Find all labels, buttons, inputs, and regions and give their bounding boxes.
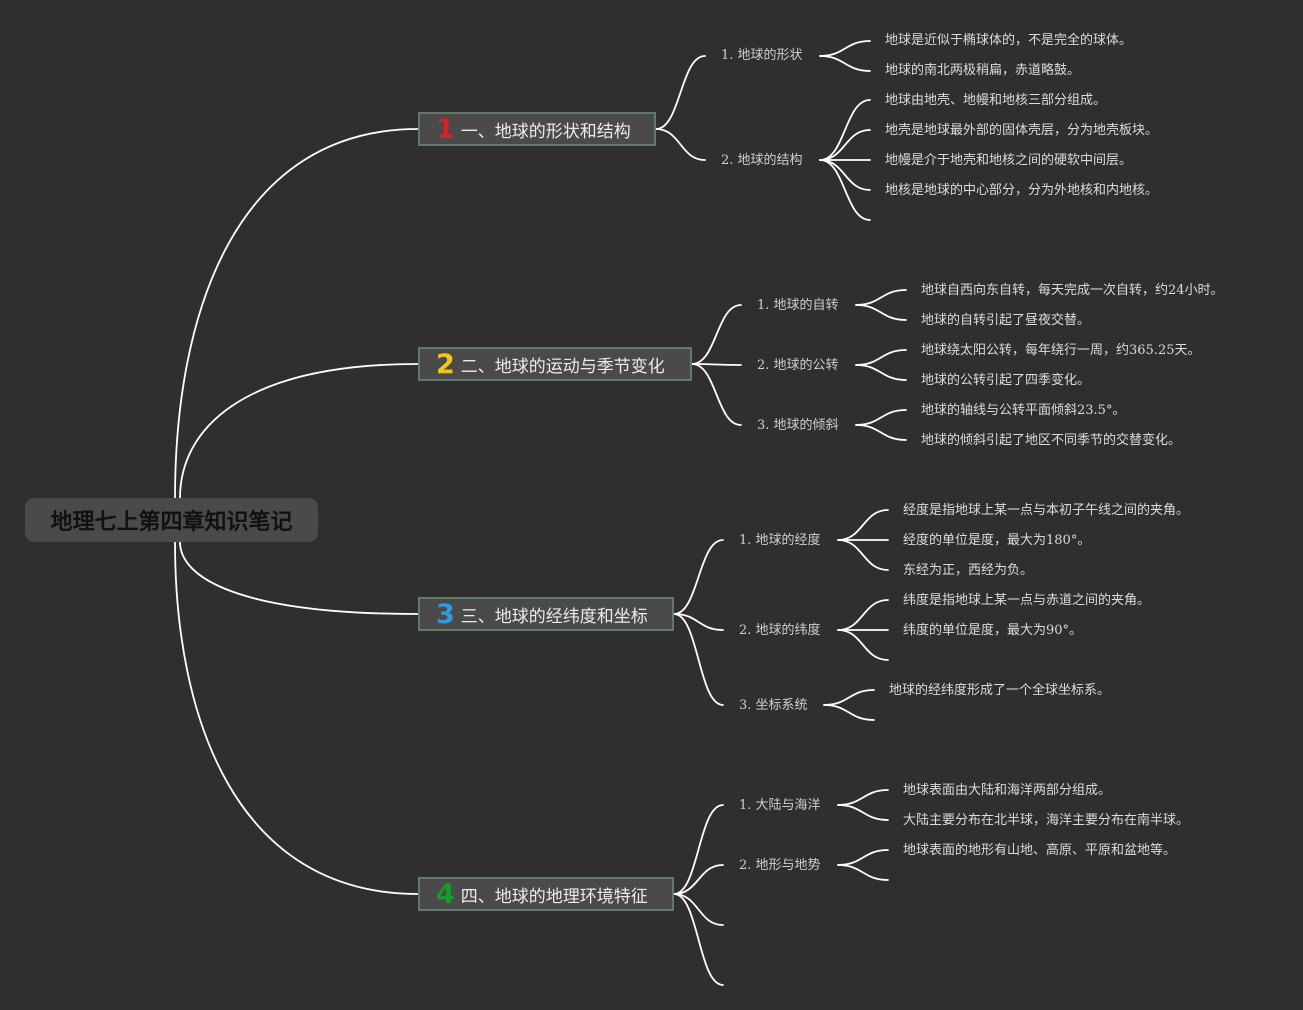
leaf-note[interactable]: 地球由地壳、地幔和地核三部分组成。 xyxy=(885,93,1107,108)
leaf-connector xyxy=(855,304,907,321)
leaf-note[interactable]: 地球的经纬度形成了一个全球坐标系。 xyxy=(889,683,1111,698)
subtopic-tilt[interactable]: 3. 地球的倾斜 xyxy=(757,418,839,433)
leaf-connector xyxy=(855,364,907,381)
branch-number-2: 2 xyxy=(436,348,455,380)
root-node[interactable]: 地理七上第四章知识笔记 xyxy=(25,498,318,542)
leaf-connector xyxy=(819,159,871,221)
branch-connector xyxy=(655,128,706,161)
branch-number-1: 1 xyxy=(436,113,455,145)
branch-label: 一、地球的形状和结构 xyxy=(460,121,631,142)
branch-label: 四、地球的地理环境特征 xyxy=(460,886,648,907)
leaf-connector xyxy=(837,539,889,571)
branch-connector xyxy=(673,613,724,631)
subtopic-revolution[interactable]: 2. 地球的公转 xyxy=(757,358,839,373)
subtopic-terrain[interactable]: 2. 地形与地势 xyxy=(739,858,821,873)
leaf-note[interactable]: 地球表面由大陆和海洋两部分组成。 xyxy=(903,783,1112,798)
branch-number-3: 3 xyxy=(436,598,455,630)
leaf-connector xyxy=(819,99,871,161)
branch-label: 二、地球的运动与季节变化 xyxy=(460,356,665,377)
leaf-connector xyxy=(819,159,871,191)
leaf-note[interactable]: 地球表面的地形有山地、高原、平原和盆地等。 xyxy=(903,843,1177,858)
leaf-connector xyxy=(819,129,871,161)
leaf-note[interactable]: 地球的自转引起了昼夜交替。 xyxy=(921,313,1091,328)
leaf-connector xyxy=(823,704,875,721)
leaf-connector xyxy=(823,689,875,706)
branch-node-motion-seasons[interactable]: 2 二、地球的运动与季节变化 xyxy=(418,347,692,381)
leaf-note[interactable]: 地球的倾斜引起了地区不同季节的交替变化。 xyxy=(921,433,1182,448)
leaf-note[interactable]: 大陆主要分布在北半球，海洋主要分布在南半球。 xyxy=(903,813,1190,828)
subtopic-shape[interactable]: 1. 地球的形状 xyxy=(721,48,803,63)
root-connector xyxy=(179,541,419,615)
leaf-connector xyxy=(819,55,871,72)
branch-connector xyxy=(691,363,742,426)
leaf-connector xyxy=(837,864,889,881)
leaf-note[interactable]: 地球自西向东自转，每天完成一次自转，约24小时。 xyxy=(921,283,1224,298)
subtopic-structure[interactable]: 2. 地球的结构 xyxy=(721,153,803,168)
branch-connector xyxy=(673,893,724,926)
branch-node-environment[interactable]: 4 四、地球的地理环境特征 xyxy=(418,877,674,911)
leaf-connector xyxy=(837,789,889,806)
leaf-note[interactable]: 经度的单位是度，最大为180°。 xyxy=(903,533,1091,548)
root-title: 地理七上第四章知识笔记 xyxy=(50,509,293,535)
branch-connector xyxy=(673,864,724,895)
leaf-connector xyxy=(837,509,889,541)
leaf-note[interactable]: 纬度的单位是度，最大为90°。 xyxy=(903,623,1083,638)
leaf-note[interactable]: 地球是近似于椭球体的，不是完全的球体。 xyxy=(885,33,1133,48)
subtopic-latitude[interactable]: 2. 地球的纬度 xyxy=(739,623,821,638)
branch-node-lat-long[interactable]: 3 三、地球的经纬度和坐标 xyxy=(418,597,674,631)
leaf-note[interactable]: 地球绕太阳公转，每年绕行一周，约365.25天。 xyxy=(921,343,1201,358)
branch-connector xyxy=(691,363,742,366)
leaf-connector xyxy=(837,804,889,821)
leaf-connector xyxy=(855,289,907,306)
branch-connector xyxy=(673,539,724,615)
leaf-connector xyxy=(855,349,907,366)
leaf-note[interactable]: 地球的轴线与公转平面倾斜23.5°。 xyxy=(921,403,1126,418)
leaf-connector xyxy=(819,40,871,57)
branch-connector xyxy=(691,304,742,365)
root-connector xyxy=(174,541,419,895)
leaf-note[interactable]: 东经为正，西经为负。 xyxy=(903,563,1034,578)
leaf-note[interactable]: 地壳是地球最外部的固体壳层，分为地壳板块。 xyxy=(885,123,1159,138)
subtopic-coordinates[interactable]: 3. 坐标系统 xyxy=(739,698,808,713)
leaf-connector xyxy=(837,599,889,631)
leaf-note[interactable]: 地幔是介于地壳和地核之间的硬软中间层。 xyxy=(885,153,1133,168)
branch-connector xyxy=(673,613,724,706)
leaf-note[interactable]: 纬度是指地球上某一点与赤道之间的夹角。 xyxy=(903,593,1151,608)
subtopic-land-ocean[interactable]: 1. 大陆与海洋 xyxy=(739,798,821,813)
leaf-note[interactable]: 地球的公转引起了四季变化。 xyxy=(921,373,1091,388)
leaf-connector xyxy=(855,424,907,441)
root-connector xyxy=(174,128,419,499)
leaf-note[interactable]: 经度是指地球上某一点与本初子午线之间的夹角。 xyxy=(903,503,1190,518)
subtopic-longitude[interactable]: 1. 地球的经度 xyxy=(739,533,821,548)
branch-connector xyxy=(655,55,706,130)
branch-node-shape-structure[interactable]: 1 一、地球的形状和结构 xyxy=(418,112,656,146)
branch-connector xyxy=(673,893,724,986)
branch-label: 三、地球的经纬度和坐标 xyxy=(460,606,648,627)
leaf-connector xyxy=(855,409,907,426)
branch-connector xyxy=(673,804,724,895)
leaf-connector xyxy=(837,629,889,661)
leaf-connector xyxy=(837,849,889,866)
leaf-note[interactable]: 地球的南北两极稍扁，赤道略鼓。 xyxy=(885,63,1081,78)
subtopic-rotation[interactable]: 1. 地球的自转 xyxy=(757,298,839,313)
leaf-note[interactable]: 地核是地球的中心部分，分为外地核和内地核。 xyxy=(885,183,1159,198)
root-connector xyxy=(179,363,419,499)
branch-number-4: 4 xyxy=(436,878,455,910)
